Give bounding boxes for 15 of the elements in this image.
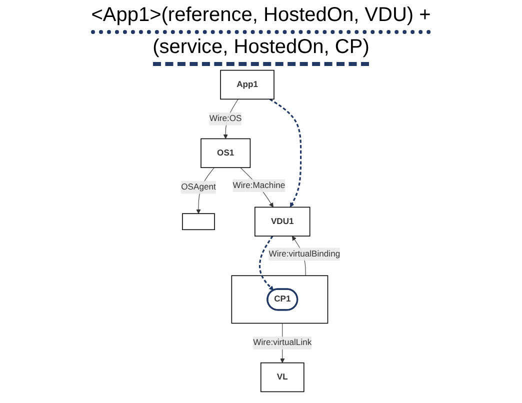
edge-label: OSAgent (182, 182, 216, 192)
edge-label: Wire:virtualLink (254, 338, 312, 348)
edge-label: Wire:Machine (233, 180, 286, 190)
legend-entry: (service, HostedOn, CP) (152, 34, 370, 66)
edge-label: Wire:virtualBinding (269, 249, 340, 258)
legend-entry: <App1>(reference, HostedOn, VDU) + (91, 2, 431, 34)
node-box: VL (260, 362, 305, 392)
node-box: App1 (220, 70, 275, 100)
node-box: VDU1 (254, 206, 311, 236)
node-box: OS1 (200, 138, 251, 168)
node-box (182, 213, 216, 230)
cluster (232, 275, 329, 324)
edge-label: Wire:OS (210, 114, 242, 124)
arrow (270, 98, 302, 208)
arrow (259, 236, 274, 291)
